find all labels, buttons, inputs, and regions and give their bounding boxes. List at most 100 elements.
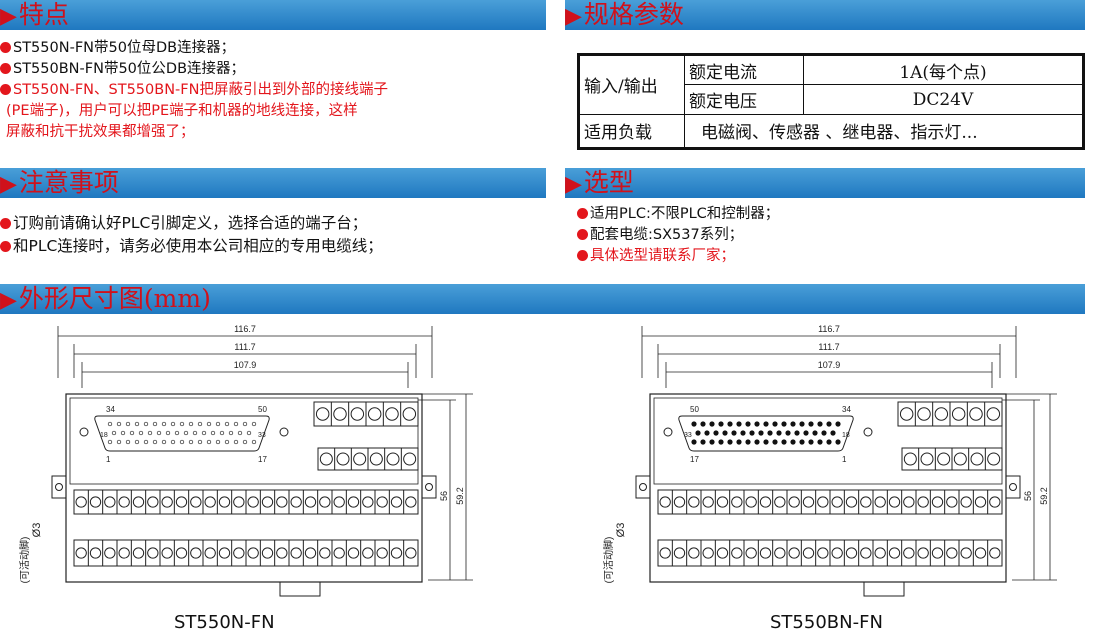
screw-icon xyxy=(367,407,382,421)
screw-icon xyxy=(917,407,931,421)
screw-icon xyxy=(731,496,743,508)
screw-icon xyxy=(336,452,350,466)
pin-icon xyxy=(781,421,787,427)
screw-icon xyxy=(917,547,929,559)
pin-icon xyxy=(758,430,764,436)
pin-icon xyxy=(727,439,733,445)
screw-icon xyxy=(89,547,102,559)
screw-icon xyxy=(247,547,259,559)
rated-current-label: 额定电流 xyxy=(684,54,804,86)
screw-icon xyxy=(161,547,173,559)
pin-icon xyxy=(722,430,728,436)
pin-icon xyxy=(125,439,131,445)
screw-icon xyxy=(989,547,1001,559)
pin-icon xyxy=(134,421,140,427)
pin-icon xyxy=(749,430,755,436)
pin-icon xyxy=(718,439,724,445)
pin-icon xyxy=(754,439,760,445)
dim-width-overall: 116.7 xyxy=(818,324,840,334)
pin-icon xyxy=(835,439,841,445)
screw-icon xyxy=(759,496,772,508)
pin-icon xyxy=(134,439,140,445)
bullet-icon xyxy=(0,42,11,53)
screw-icon xyxy=(376,547,388,559)
rated-current-value: 1A(每个点) xyxy=(803,54,1083,86)
pin-label: 34 xyxy=(842,405,851,414)
db-connector xyxy=(663,415,873,452)
terminal-block xyxy=(116,489,161,515)
pin-icon xyxy=(116,421,122,427)
screw-icon xyxy=(960,547,972,559)
terminal-block xyxy=(331,539,376,567)
rail-note: (可活动脚) xyxy=(602,537,615,584)
pin-icon xyxy=(165,430,171,436)
triangle-icon: ▶ xyxy=(0,288,17,313)
screw-icon xyxy=(903,452,917,466)
board-inner xyxy=(653,397,1003,485)
pin-icon xyxy=(219,430,225,436)
terminal-block xyxy=(829,539,874,567)
pin-icon xyxy=(242,439,248,445)
pin-icon xyxy=(188,439,194,445)
screw-icon xyxy=(731,547,743,559)
screw-icon xyxy=(716,496,729,508)
screw-icon xyxy=(688,496,700,508)
screw-icon xyxy=(745,547,757,559)
pin-icon xyxy=(224,439,230,445)
pin-icon xyxy=(233,421,239,427)
pin-icon xyxy=(808,421,814,427)
terminal-block xyxy=(743,539,788,567)
screw-icon xyxy=(304,547,317,559)
pin-icon xyxy=(116,439,122,445)
pin-icon xyxy=(709,439,715,445)
mount-hole-icon xyxy=(639,483,647,491)
screw-icon xyxy=(218,547,231,559)
pin-label: 17 xyxy=(258,455,267,464)
pin-icon xyxy=(129,430,135,436)
terminal-block xyxy=(159,489,204,515)
pin-icon xyxy=(224,421,230,427)
screw-icon xyxy=(386,452,400,466)
screw-icon xyxy=(132,547,145,559)
pin-label: 33 xyxy=(258,432,266,439)
pin-icon xyxy=(812,430,818,436)
pin-icon xyxy=(772,439,778,445)
pin-icon xyxy=(790,421,796,427)
screw-icon xyxy=(362,547,374,559)
screw-icon xyxy=(989,496,1001,508)
screw-icon xyxy=(860,496,872,508)
pin-icon xyxy=(763,421,769,427)
pin-icon xyxy=(215,421,221,427)
terminal-block xyxy=(872,539,917,567)
screw-icon xyxy=(175,547,188,559)
rail-foot xyxy=(863,581,905,597)
terminal-block xyxy=(657,539,702,567)
screw-icon xyxy=(986,407,1001,421)
pin-icon xyxy=(215,439,221,445)
screw-icon xyxy=(161,496,173,508)
screw-icon xyxy=(353,452,367,466)
screw-icon xyxy=(319,547,331,559)
screw-icon xyxy=(276,496,288,508)
screw-icon xyxy=(190,547,202,559)
bullet-icon xyxy=(577,229,588,240)
screw-icon xyxy=(802,496,815,508)
screw-icon xyxy=(204,547,216,559)
pin-icon xyxy=(808,439,814,445)
pin-icon xyxy=(785,430,791,436)
screw-icon xyxy=(290,547,302,559)
screw-icon xyxy=(376,496,388,508)
terminal-block xyxy=(374,539,419,567)
terminal-block xyxy=(786,489,831,515)
screw-icon xyxy=(175,496,188,508)
pin-label: 50 xyxy=(690,405,699,414)
screw-icon xyxy=(702,496,714,508)
hole-note: Ø3 xyxy=(31,523,43,538)
dim-width-overall: 116.7 xyxy=(234,324,256,334)
pin-icon xyxy=(718,421,724,427)
bullet-icon xyxy=(0,218,11,229)
screw-icon xyxy=(788,496,800,508)
screw-icon xyxy=(969,407,983,421)
dim-width-mid: 111.7 xyxy=(234,342,255,352)
pin-icon xyxy=(745,421,751,427)
